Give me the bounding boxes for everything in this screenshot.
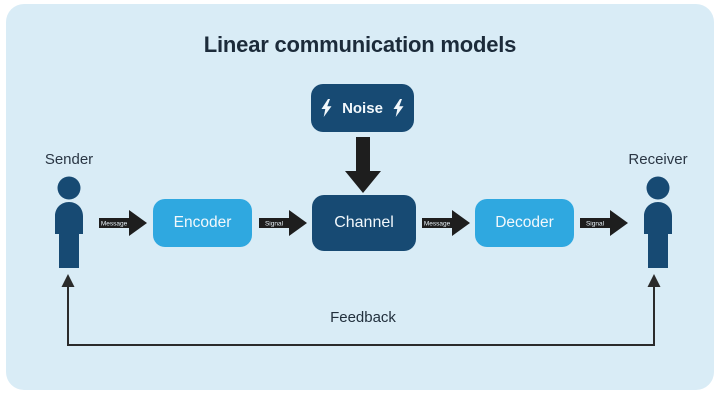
sender-person-icon (55, 176, 83, 268)
decoder-label: Decoder (495, 214, 554, 231)
decoder-box: Decoder (475, 199, 574, 247)
feedback-label: Feedback (330, 309, 396, 326)
channel-label: Channel (334, 214, 394, 231)
arrow-label: Message (424, 221, 451, 228)
encoder-box: Encoder (153, 199, 252, 247)
message-arrow-icon: Message (422, 210, 470, 236)
noise-down-arrow-icon (345, 137, 381, 193)
arrow-label: Signal (265, 221, 284, 228)
noise-label: Noise (342, 99, 383, 117)
receiver-label: Receiver (628, 151, 688, 168)
signal-arrow-icon: Signal (580, 210, 628, 236)
diagram-card: Linear communication models Noise Sender… (6, 4, 714, 390)
lightning-icon (393, 99, 404, 117)
message-arrow-icon: Message (99, 210, 147, 236)
noise-box: Noise (311, 84, 414, 132)
channel-box: Channel (312, 195, 416, 251)
arrow-label: Message (101, 221, 128, 228)
receiver-person-icon (644, 176, 672, 268)
lightning-icon (321, 99, 332, 117)
signal-arrow-icon: Signal (259, 210, 307, 236)
sender-label: Sender (44, 151, 94, 168)
page-title: Linear communication models (203, 32, 517, 57)
encoder-label: Encoder (173, 214, 232, 231)
feedback-arrow (61, 274, 661, 346)
arrow-label: Signal (586, 221, 605, 228)
